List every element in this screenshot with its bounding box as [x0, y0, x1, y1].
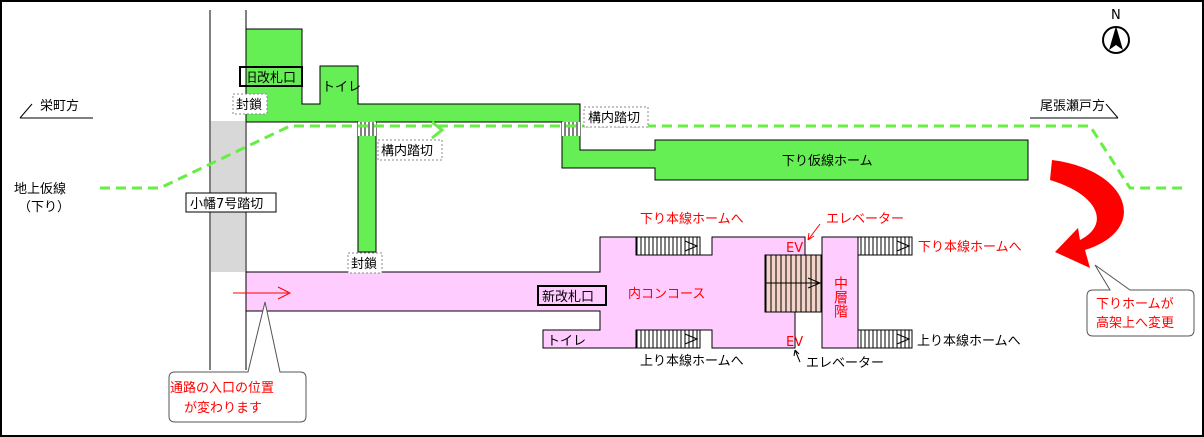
ev-label-top: EV — [786, 241, 803, 256]
mid-floor-label: 中層階 — [832, 276, 848, 318]
direction-line — [1105, 103, 1119, 119]
to-up-main-right: 上り本線ホームへ — [917, 333, 1021, 349]
inner-crossing-box — [377, 139, 443, 161]
compass-icon: N — [1102, 8, 1130, 54]
stairs-down-top — [635, 236, 701, 256]
track-label: 地上仮線 — [14, 181, 66, 197]
stairs-up-right — [857, 329, 913, 349]
stairs-up-bottom — [635, 329, 701, 349]
closed-box — [232, 93, 268, 115]
to-up-main-bottom: 上り本線ホームへ — [640, 353, 744, 369]
crossing-label: 小幡7号踏切 — [190, 197, 263, 212]
platform-callout-line2: 高架上へ変更 — [1096, 315, 1174, 331]
stairs-icon — [358, 122, 376, 136]
direction-line — [19, 103, 33, 119]
old-gate-box — [239, 66, 303, 87]
stairs-icon — [562, 122, 580, 136]
inner-crossing-label: 構内踏切 — [588, 110, 640, 126]
ev-label-bottom: EV — [786, 335, 803, 350]
entrance-callout — [168, 301, 307, 423]
elevator-top-label: エレベーター — [826, 212, 904, 227]
platform-callout-line1: 下りホームが — [1096, 297, 1174, 312]
stair-arrows — [684, 240, 911, 345]
pointer-arrow-icon — [793, 349, 801, 363]
concourse-label: 内コンコース — [628, 286, 705, 302]
old-facilities — [245, 28, 1029, 253]
old-toilet-label: トイレ — [322, 80, 361, 95]
new-gate-box — [537, 285, 607, 306]
closed-box — [347, 252, 383, 274]
entrance-callout-line2: が変わります — [184, 400, 262, 416]
direction-east-label: 尾張瀬戸方 — [1040, 98, 1105, 114]
pointer-arrow-icon — [807, 223, 821, 241]
old-gate-label: 旧改札口 — [244, 71, 296, 86]
direction-west-label: 栄町方 — [40, 98, 79, 114]
to-down-main-top: 下り本線ホームへ — [640, 211, 744, 227]
temp-platform-label: 下り仮線ホーム — [782, 153, 873, 169]
new-gate-label: 新改札口 — [542, 289, 594, 305]
entrance-callout-line1: 通路の入口の位置 — [170, 380, 274, 396]
new-toilet-label: トイレ — [547, 334, 586, 349]
svg-text:N: N — [1111, 8, 1121, 23]
curved-arrow-icon — [1050, 160, 1124, 268]
track-arrow-icon — [431, 120, 445, 140]
platform-callout — [1086, 264, 1195, 337]
closed-label: 封鎖 — [351, 256, 377, 272]
entry-arrow-icon — [233, 286, 292, 300]
track-label-sub: （下り） — [18, 200, 70, 215]
stairs-down-right — [857, 236, 913, 256]
inner-crossing-label: 構内踏切 — [381, 143, 433, 159]
temporary-track-line — [100, 124, 1185, 190]
inner-crossing-box — [583, 106, 649, 128]
closed-label: 封鎖 — [236, 97, 262, 113]
elevator-bottom-label: エレベーター — [806, 356, 884, 371]
to-down-main-right: 下り本線ホームへ — [918, 239, 1022, 255]
crossing-label-box — [185, 192, 277, 213]
